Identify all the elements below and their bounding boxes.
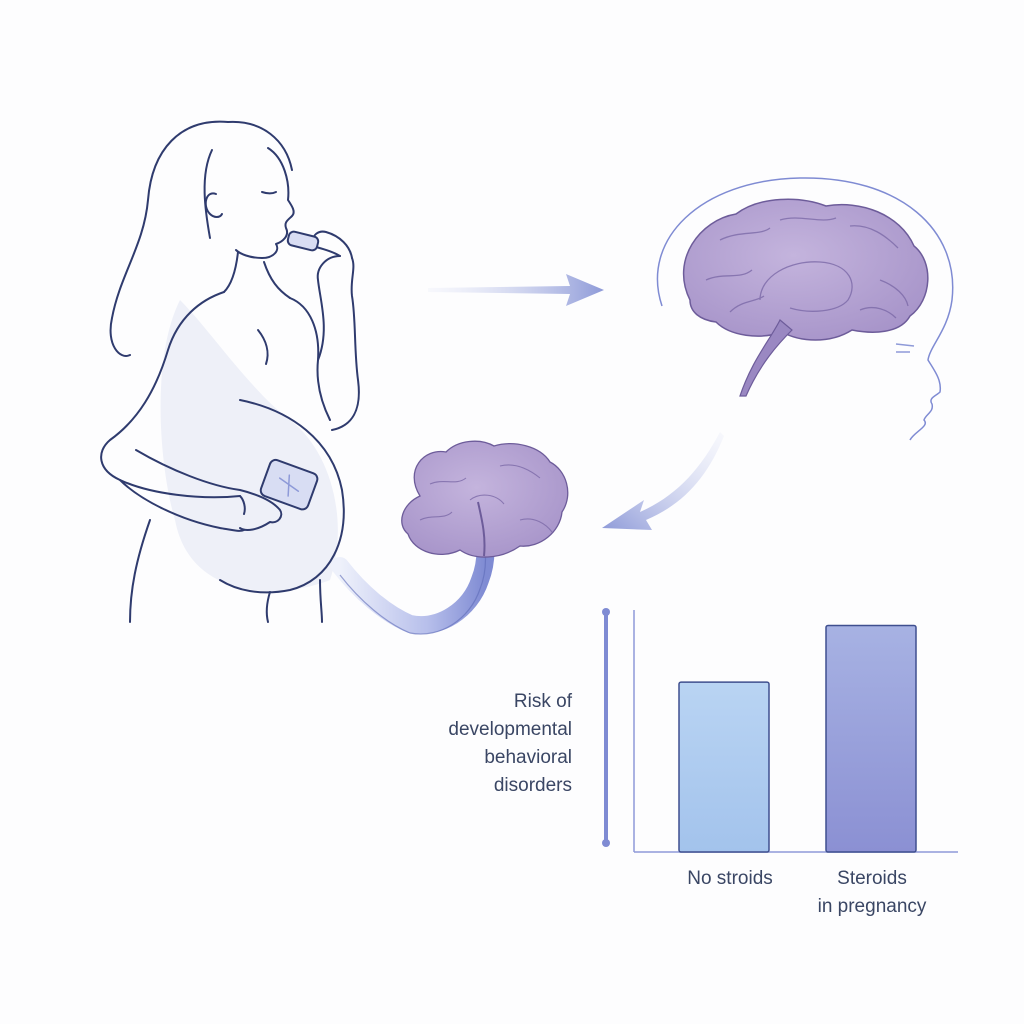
ultrasound-card-icon	[259, 458, 319, 511]
pregnant-woman-figure	[100, 120, 360, 623]
category-label-line: No stroids	[687, 868, 773, 889]
y-indicator-bottom-dot	[602, 839, 610, 847]
y-axis-label-line: Risk of	[513, 691, 572, 712]
y-axis-label-line: behavioral	[484, 747, 572, 768]
category-label-no-steroids: No stroids	[640, 865, 820, 893]
y-axis-label-line: disorders	[493, 775, 572, 796]
category-label-steroids: Steroids in pregnancy	[782, 865, 962, 921]
y-axis-label-line: developmental	[448, 719, 572, 740]
category-label-line: in pregnancy	[817, 896, 927, 917]
bar-1	[825, 624, 917, 853]
category-label-line: Steroids	[837, 868, 907, 889]
bar-chart	[602, 608, 958, 853]
arrow-to-fetal-brain	[602, 432, 724, 530]
bar-0	[678, 681, 770, 853]
arrow-to-brain	[428, 274, 604, 306]
y-indicator-top-dot	[602, 608, 610, 616]
y-axis-label: Risk of developmental behavioral disorde…	[400, 688, 572, 800]
brain-icon	[656, 177, 954, 441]
fetal-brain-icon	[331, 440, 569, 635]
